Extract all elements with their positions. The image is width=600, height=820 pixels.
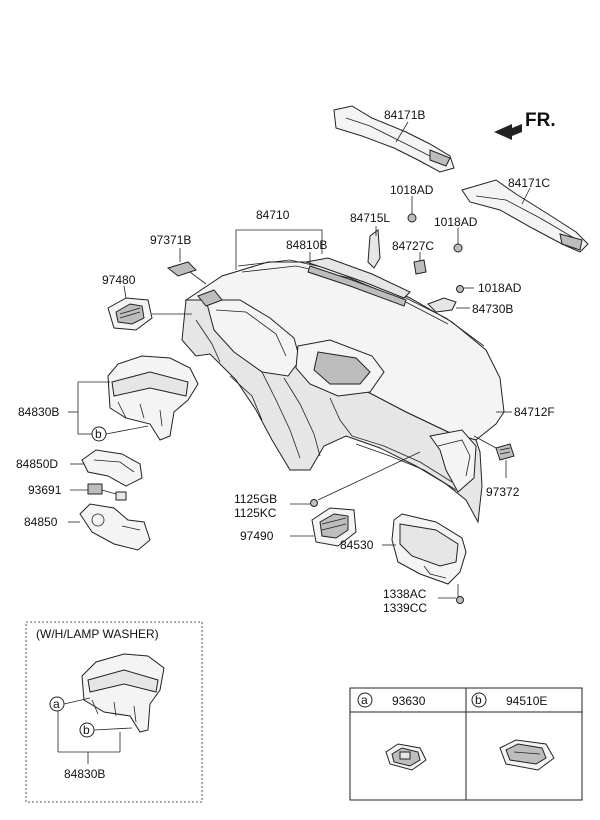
part-84810B: 84810B bbox=[286, 238, 411, 299]
label-97372: 97372 bbox=[486, 485, 520, 499]
callout-b-main: b bbox=[95, 427, 102, 441]
table-part-b: 94510E bbox=[506, 694, 547, 708]
label-84810B: 84810B bbox=[286, 238, 327, 252]
part-84727C: 84727C bbox=[392, 239, 434, 275]
part-97372: 97372 bbox=[473, 435, 520, 499]
part-84171C: 84171C bbox=[461, 176, 589, 253]
label-84850D: 84850D bbox=[16, 457, 58, 471]
front-label: FR. bbox=[525, 110, 556, 131]
part-84712F: 84712F bbox=[496, 405, 555, 419]
label-84171B: 84171B bbox=[384, 108, 425, 122]
label-1125GB: 1125GB bbox=[234, 492, 277, 506]
part-1018AD-lower: 1018AD bbox=[456, 281, 522, 295]
part-93630-drawing bbox=[385, 743, 427, 771]
part-1018AD-middle: 1018AD bbox=[434, 215, 478, 253]
label-1338AC: 1338AC bbox=[383, 587, 427, 601]
label-84715L: 84715L bbox=[350, 211, 390, 225]
label-93691: 93691 bbox=[28, 483, 62, 497]
label-1125KC: 1125KC bbox=[234, 506, 277, 520]
label-84710: 84710 bbox=[256, 208, 290, 222]
part-84830B: 84830B b bbox=[18, 355, 199, 442]
part-93691: 93691 bbox=[28, 483, 127, 501]
table-callout-a: a bbox=[361, 693, 368, 707]
label-84850: 84850 bbox=[24, 515, 58, 529]
inset-title: (W/H/LAMP WASHER) bbox=[36, 627, 159, 641]
label-97480: 97480 bbox=[102, 273, 136, 287]
part-1125GB-1125KC: 1125GB 1125KC bbox=[234, 451, 421, 520]
inset-lamp-washer: (W/H/LAMP WASHER) a b 84830B bbox=[25, 621, 203, 803]
label-97371B: 97371B bbox=[150, 233, 191, 247]
label-1018AD-middle: 1018AD bbox=[434, 215, 478, 229]
table-callout-b: b bbox=[475, 693, 482, 707]
part-84715L: 84715L bbox=[350, 211, 390, 269]
label-84727C: 84727C bbox=[392, 239, 434, 253]
label-84712F: 84712F bbox=[514, 405, 555, 419]
parts-table: a 93630 b 94510E bbox=[349, 687, 583, 801]
label-1339CC: 1339CC bbox=[383, 601, 427, 615]
part-1338AC-1339CC: 1338AC 1339CC bbox=[383, 584, 464, 615]
label-84530: 84530 bbox=[340, 538, 374, 552]
part-84171B: 84171B bbox=[333, 105, 455, 173]
part-84710-crash-pad: 84710 bbox=[181, 208, 505, 524]
part-84850D: 84850D bbox=[16, 449, 143, 487]
part-84730B: 84730B bbox=[427, 297, 513, 316]
inset-part-label: 84830B bbox=[64, 767, 105, 781]
label-1018AD-lower: 1018AD bbox=[478, 281, 522, 295]
part-97371B: 97371B bbox=[150, 233, 207, 285]
front-arrow-icon bbox=[494, 124, 522, 140]
inset-callout-b: b bbox=[83, 723, 90, 737]
front-direction-indicator: FR. bbox=[494, 110, 556, 140]
label-97490: 97490 bbox=[240, 529, 274, 543]
part-97480: 97480 bbox=[102, 273, 192, 331]
label-1018AD-upper: 1018AD bbox=[390, 183, 434, 197]
label-84171C: 84171C bbox=[508, 176, 550, 190]
label-84730B: 84730B bbox=[472, 302, 513, 316]
part-84850: 84850 bbox=[24, 503, 151, 551]
label-84830B: 84830B bbox=[18, 405, 59, 419]
part-97490: 97490 bbox=[240, 507, 357, 547]
inset-callout-a: a bbox=[53, 697, 60, 711]
part-94510E-drawing bbox=[499, 739, 555, 771]
table-part-a: 93630 bbox=[392, 694, 426, 708]
part-1018AD-upper: 1018AD bbox=[390, 183, 434, 223]
part-84530: 84530 bbox=[340, 513, 467, 585]
